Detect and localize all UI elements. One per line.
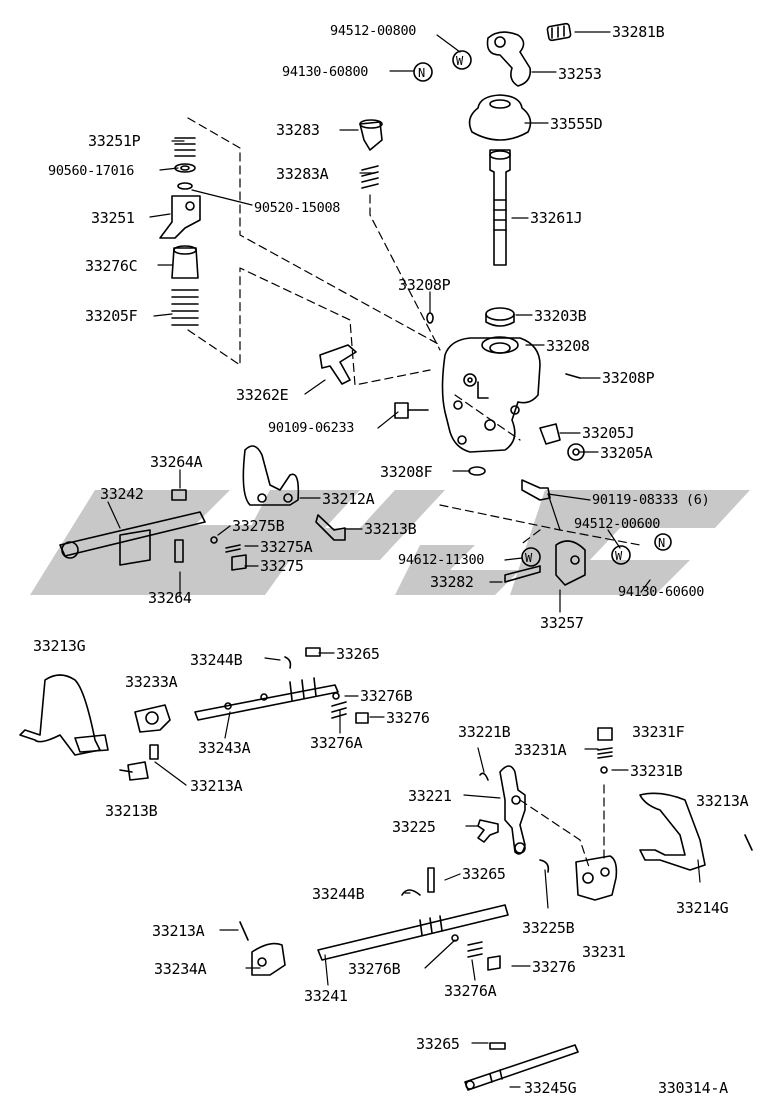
part-label: 90520-15008 <box>254 200 341 216</box>
assembly-dash-lines <box>187 117 641 871</box>
part-label: 33205J <box>582 424 635 442</box>
part-label: 33213A <box>190 777 243 795</box>
middle-left-parts <box>59 312 586 586</box>
part-label: 33555D <box>550 115 603 133</box>
part-label: 33205F <box>85 307 138 325</box>
part-label: 33242 <box>100 485 144 503</box>
part-label: 33214G <box>676 899 729 917</box>
part-label: 33213G <box>33 637 86 655</box>
part-label: 33241 <box>304 987 348 1005</box>
part-label: 33231F <box>632 723 685 741</box>
part-label: 94612-11300 <box>398 552 485 568</box>
part-label: 33213B <box>364 520 417 538</box>
part-label: 33276 <box>532 958 576 976</box>
part-label: 33265 <box>336 645 380 663</box>
part-label: 33213A <box>696 792 749 810</box>
part-label: 33245G <box>524 1079 577 1097</box>
part-label: 33234A <box>154 960 207 978</box>
part-label: 33251P <box>88 132 141 150</box>
part-label: 94130-60600 <box>618 584 705 600</box>
part-label: 33231A <box>514 741 567 759</box>
part-label: 33261J <box>530 209 583 227</box>
part-label: 33233A <box>125 673 178 691</box>
diagram-code: 330314-A <box>658 1079 728 1097</box>
left-top-stack <box>159 119 383 326</box>
part-label: 33244B <box>190 651 243 669</box>
part-label: 33275A <box>260 538 313 556</box>
part-label: 33251 <box>91 209 135 227</box>
part-label: 33231 <box>582 943 626 961</box>
part-label: 33262E <box>236 386 289 404</box>
part-label: 33208P <box>602 369 655 387</box>
part-label: 33212A <box>322 490 375 508</box>
part-label: 94130-60800 <box>282 64 369 80</box>
part-label: 33213A <box>152 922 205 940</box>
part-label: 33264A <box>150 453 203 471</box>
part-label: 90109-06233 <box>268 420 355 436</box>
part-label: 33208 <box>546 337 590 355</box>
nut-symbol: N <box>658 536 665 550</box>
part-label: 33221 <box>408 787 452 805</box>
part-label: 33213B <box>105 802 158 820</box>
part-label: 94512-00800 <box>330 23 417 39</box>
nut-symbol: N <box>418 66 425 80</box>
part-label: 90119-08333 (6) <box>592 492 710 508</box>
part-label: 33208F <box>380 463 433 481</box>
part-label: 33276A <box>444 982 497 1000</box>
part-label: 33283A <box>276 165 329 183</box>
part-label: 33221B <box>458 723 511 741</box>
part-label: 33208P <box>398 276 451 294</box>
part-label: 33203B <box>534 307 587 325</box>
part-label: 33276A <box>310 734 363 752</box>
washer-symbol: W <box>525 551 532 565</box>
part-label: 94512-00600 <box>574 516 661 532</box>
shift-lever-top-parts <box>468 22 572 327</box>
part-label: 33276C <box>85 257 138 275</box>
washer-symbol: W <box>615 549 622 563</box>
washer-symbol: W <box>456 54 463 68</box>
part-label: 33282 <box>430 573 474 591</box>
part-label: 33275B <box>232 517 285 535</box>
part-label: 90560-17016 <box>48 163 135 179</box>
part-label: 33276B <box>348 960 401 978</box>
part-label: 33264 <box>148 589 192 607</box>
leader-lines <box>107 31 701 1088</box>
part-label: 33257 <box>540 614 584 632</box>
washer-nut-symbols <box>413 50 672 567</box>
part-label: 33275 <box>260 557 304 575</box>
part-label: 33276B <box>360 687 413 705</box>
part-label: 33283 <box>276 121 320 139</box>
part-label: 33265 <box>416 1035 460 1053</box>
part-label: 33281B <box>612 23 665 41</box>
part-label: 33243A <box>198 739 251 757</box>
shift-housing <box>441 336 541 453</box>
part-label: 33225B <box>522 919 575 937</box>
lower-right-parts <box>239 727 753 1091</box>
part-label: 33205A <box>600 444 653 462</box>
part-label: 33253 <box>558 65 602 83</box>
lower-left-parts <box>19 647 369 781</box>
part-label: 33265 <box>462 865 506 883</box>
part-label: 33244B <box>312 885 365 903</box>
part-label: 33225 <box>392 818 436 836</box>
part-label: 33231B <box>630 762 683 780</box>
part-label: 33276 <box>386 709 430 727</box>
